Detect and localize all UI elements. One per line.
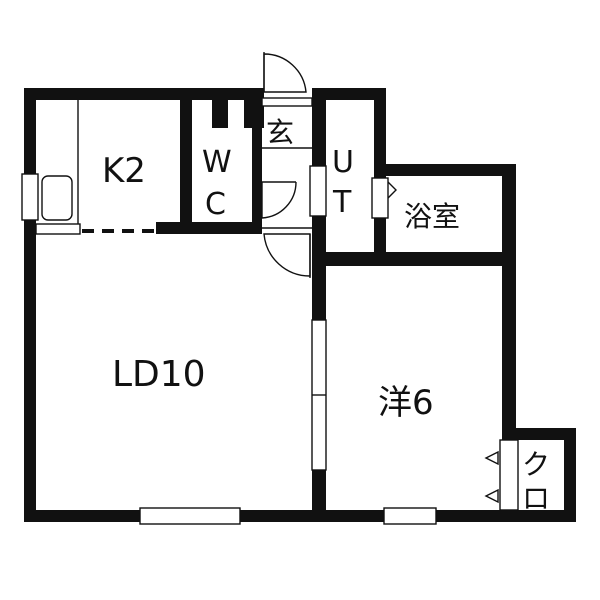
entrance-door-swing [263,53,307,93]
window-ld-bottom [139,507,241,525]
wall-wc-right [252,100,262,228]
label-wc-w: W [202,145,232,180]
label-entrance: 玄 [266,116,294,149]
label-utility-u: U [332,145,354,180]
label-closet-ku: ク [522,448,550,481]
label-wc-c: C [205,187,226,222]
kitchen-counter-edge [35,223,81,235]
wall-bottom [24,510,576,522]
kitchen-sink [41,175,73,221]
wall-closet-right [564,428,576,522]
label-utility-t: T [332,185,352,220]
wall-left [24,88,36,522]
ut-door-opening [309,165,327,217]
label-kitchen: K2 [102,151,146,191]
window-kitchen-left [21,173,39,221]
wall-top-right [312,88,386,100]
bath-door-opening [371,177,389,219]
doors [261,52,519,511]
windows [21,173,437,525]
label-living: LD10 [112,354,206,395]
wall-east [502,164,516,440]
room-labels: K2 W C 玄 U T 浴室 LD10 洋6 ク ロ [102,116,550,515]
wall-wc-bottom [156,222,262,234]
label-bath: 浴室 [404,200,460,233]
wc-door-swing [261,181,297,219]
label-western: 洋6 [378,383,434,423]
closet-arrow-1 [484,450,499,466]
kitchen-fixtures [35,100,156,235]
wall-post-2 [244,100,264,128]
wall-top-left [24,88,264,100]
wall-bath-bottom [374,252,516,266]
wall-closet-top [502,428,576,440]
window-western-bottom [383,507,437,525]
ld-door-swing [263,233,311,277]
closet-door-opening [499,439,519,511]
wall-bath-top [374,164,516,176]
wall-post-1 [212,100,228,128]
closet-arrow-2 [484,488,499,504]
wall-kitchen-wc [180,100,192,228]
label-closet-ro: ロ [522,482,550,515]
entrance-step [261,97,313,107]
